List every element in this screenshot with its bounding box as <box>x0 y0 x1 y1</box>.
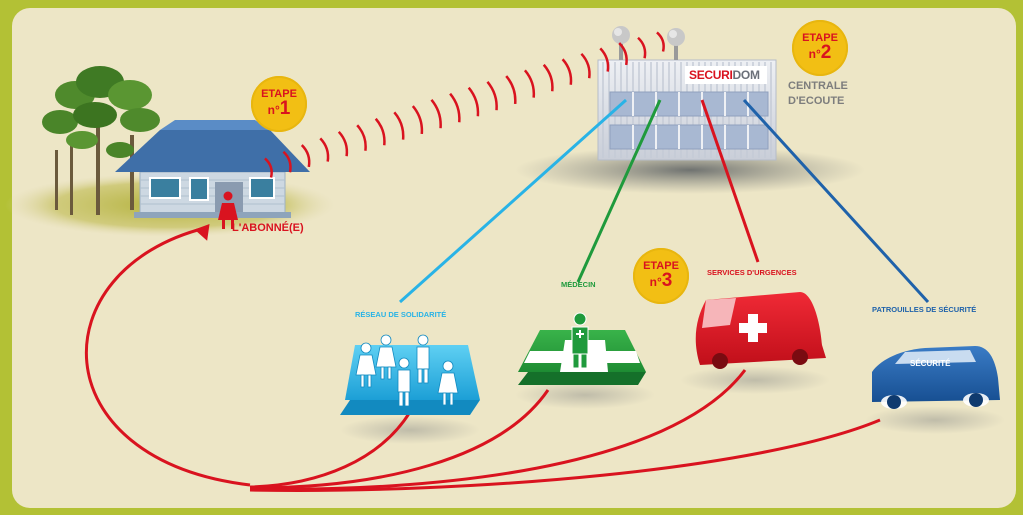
signal-wave-arc <box>374 117 386 146</box>
subscriber-figure <box>218 191 238 229</box>
solidarity-label: RÉSEAU DE SOLIDARITÉ <box>355 310 447 319</box>
patrol-label: PATROUILLES DE SÉCURITÉ <box>872 305 977 314</box>
step-3-number: n°3 <box>649 270 673 291</box>
ambulance-vehicle <box>695 292 826 369</box>
step-3-word: ETAPE <box>643 260 679 272</box>
signal-wave-arc <box>393 111 405 140</box>
signal-wave-arc <box>282 150 292 173</box>
step-2-badge: ETAPE n°2 <box>792 20 848 76</box>
signal-wave-arc <box>356 124 367 151</box>
return-arrows <box>84 226 881 492</box>
signal-wave-arc <box>300 144 311 168</box>
signal-wave-arc <box>486 81 498 111</box>
platform-shadow-3 <box>680 366 830 394</box>
signal-wave-arc <box>411 105 424 135</box>
platform-shadow-4 <box>865 406 1005 434</box>
signal-wave-arc <box>618 42 628 66</box>
signal-wave-arc <box>542 63 554 92</box>
dispatch-line-patrol <box>742 98 930 304</box>
signal-wave-arc <box>449 92 461 123</box>
platform-doctor <box>518 312 646 385</box>
platform-shadow-2 <box>515 381 655 409</box>
signal-wave-arc <box>467 86 480 117</box>
platform-solidarity <box>340 334 480 415</box>
signal-wave-arc <box>337 130 349 157</box>
signal-wave-arc <box>599 47 610 72</box>
dispatch-line-doctor <box>576 99 662 283</box>
dispatch-line-emergency <box>700 99 760 263</box>
signal-wave-arc <box>430 99 442 129</box>
signal-wave-arc <box>656 31 665 52</box>
signal-wave-arc <box>637 36 647 59</box>
step-1-number: n°1 <box>267 98 291 119</box>
content-panel <box>12 8 1016 508</box>
signal-wave-arc <box>319 137 330 162</box>
dispatch-line-solidarity <box>399 98 627 304</box>
step-2-number: n°2 <box>808 42 832 63</box>
subscriber-label: L'ABONNÉ(E) <box>232 222 304 234</box>
doctor-label: MÉDECIN <box>561 280 596 289</box>
signal-wave-arc <box>561 58 573 85</box>
step-1-badge: ETAPE n°1 <box>251 76 307 132</box>
signal-wave-arc <box>264 157 273 178</box>
trees <box>42 66 160 215</box>
center-label-line1: CENTRALE <box>788 80 848 92</box>
platform-shadow-1 <box>340 416 480 444</box>
signal-wave-arc <box>523 69 536 98</box>
securidom-logo: SECURIDOM <box>689 68 760 82</box>
patrol-car <box>872 346 1000 409</box>
center-label-line2: D'ECOUTE <box>788 95 845 107</box>
signal-wave-arc <box>580 52 591 79</box>
alarm-signal-waves <box>264 31 665 178</box>
step-2-word: ETAPE <box>802 32 838 44</box>
emergency-label: SERVICES D'URGENCES <box>707 268 797 277</box>
doctor-figure <box>571 312 589 369</box>
securidom-building <box>597 26 777 161</box>
patrol-car-text: SÉCURITÉ <box>910 359 951 368</box>
signal-wave-arc <box>505 75 517 105</box>
step-1-word: ETAPE <box>261 88 297 100</box>
step-3-badge: ETAPE n°3 <box>633 248 689 304</box>
return-arrowhead <box>194 223 210 241</box>
